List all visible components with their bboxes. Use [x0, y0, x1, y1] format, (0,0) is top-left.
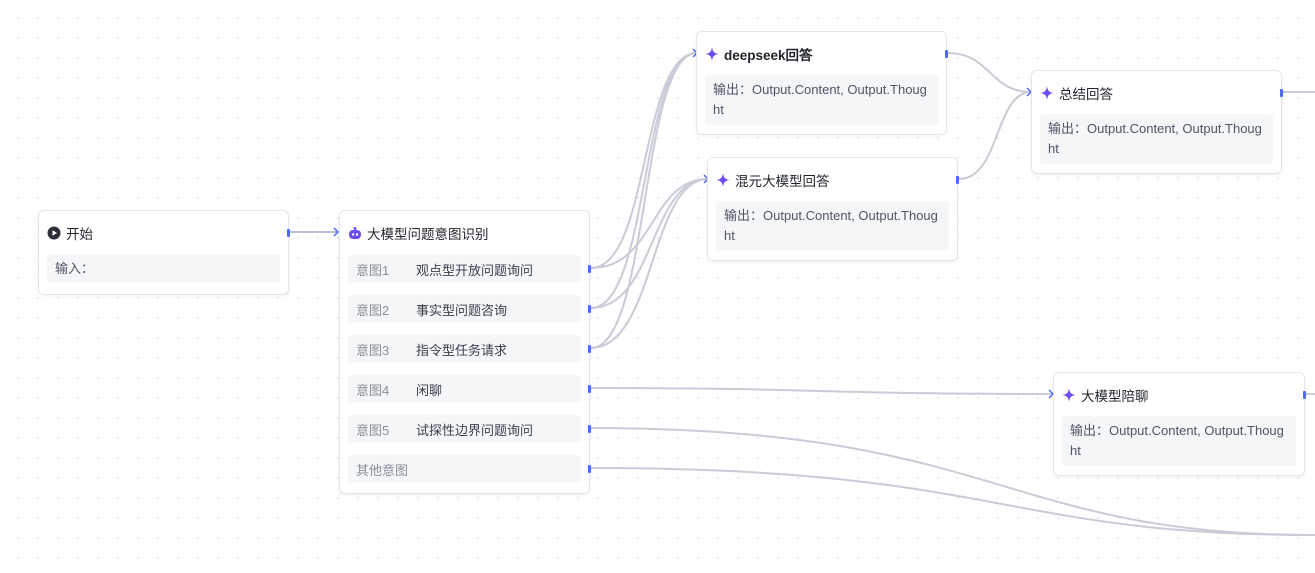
intent-key: 意图2 [356, 302, 390, 318]
intent-value: 观点型开放问题询问 [416, 262, 534, 278]
edge-intent3-hunyuan[interactable] [590, 178, 709, 349]
node-title: 开始 [66, 227, 93, 242]
node-title: 大模型陪聊 [1081, 389, 1149, 404]
intent-row[interactable]: 意图5 试探性边界问题询问 [348, 415, 581, 443]
output-port[interactable] [588, 305, 591, 313]
output-port[interactable] [588, 425, 591, 433]
output-port[interactable] [588, 385, 591, 393]
edge-intent3-deepseek[interactable] [590, 52, 698, 349]
edge-intent2-deepseek[interactable] [590, 52, 698, 309]
output-port[interactable] [287, 229, 290, 237]
intent-row[interactable]: 意图4 闲聊 [348, 375, 581, 403]
play-icon [47, 226, 61, 240]
intent-value: 指令型任务请求 [416, 342, 508, 358]
output-port[interactable] [588, 465, 591, 473]
intent-key: 意图1 [356, 262, 390, 278]
arrow-icon [333, 227, 340, 237]
sparkle-icon [716, 173, 730, 187]
edge-intent1-hunyuan[interactable] [590, 178, 709, 269]
intent-row[interactable]: 意图3 指令型任务请求 [348, 335, 581, 363]
intent-key: 其他意图 [356, 462, 409, 478]
edge-hunyuan-summary[interactable] [958, 91, 1032, 180]
intent-key: 意图3 [356, 342, 390, 358]
output-field: 输出：Output.Content, Output.Thought [1040, 114, 1273, 164]
output-port[interactable] [588, 345, 591, 353]
output-port[interactable] [1280, 89, 1283, 97]
intent-key: 意图5 [356, 422, 390, 438]
edge-intent4-chat[interactable] [590, 387, 1054, 395]
node-hunyuan[interactable]: 混元大模型回答 输出：Output.Content, Output.Though… [707, 157, 959, 261]
output-port[interactable] [956, 176, 959, 184]
intent-value: 试探性边界问题询问 [416, 422, 534, 438]
output-field: 输出：Output.Content, Output.Thought [705, 75, 938, 125]
edge-intent2-hunyuan[interactable] [590, 178, 709, 309]
sparkle-icon [1062, 388, 1076, 402]
output-port[interactable] [588, 265, 591, 273]
intent-row[interactable]: 其他意图 [348, 455, 581, 483]
node-title: 混元大模型回答 [735, 174, 830, 189]
node-deepseek[interactable]: deepseek回答 输出：Output.Content, Output.Tho… [696, 31, 948, 135]
intent-row[interactable]: 意图2 事实型问题咨询 [348, 295, 581, 323]
sparkle-icon [1040, 86, 1054, 100]
edge-deepseek-summary[interactable] [947, 52, 1032, 93]
node-title: 总结回答 [1059, 87, 1113, 102]
output-field: 输出：Output.Content, Output.Thought [1062, 416, 1296, 466]
robot-icon [348, 226, 362, 240]
node-summary[interactable]: 总结回答 输出：Output.Content, Output.Thought [1031, 70, 1283, 174]
sparkle-icon [705, 47, 719, 61]
node-start[interactable]: 开始 输入： [38, 210, 290, 295]
intent-key: 意图4 [356, 382, 390, 398]
output-port[interactable] [945, 50, 948, 58]
output-port[interactable] [1303, 391, 1306, 399]
intent-value: 事实型问题咨询 [416, 302, 508, 318]
node-title: deepseek回答 [724, 48, 813, 63]
node-chat[interactable]: 大模型陪聊 输出：Output.Content, Output.Thought [1053, 372, 1306, 476]
output-field: 输出：Output.Content, Output.Thought [716, 201, 949, 251]
node-intent[interactable]: 大模型问题意图识别 意图1 观点型开放问题询问 意图2 事实型问题咨询 意图3 指令型… [339, 210, 591, 494]
node-title: 大模型问题意图识别 [367, 227, 489, 242]
intent-row[interactable]: 意图1 观点型开放问题询问 [348, 255, 581, 283]
input-field: 输入： [47, 255, 280, 283]
edge-other-out[interactable] [590, 467, 1315, 536]
edge-intent1-deepseek[interactable] [590, 52, 698, 269]
intent-value: 闲聊 [416, 382, 443, 398]
